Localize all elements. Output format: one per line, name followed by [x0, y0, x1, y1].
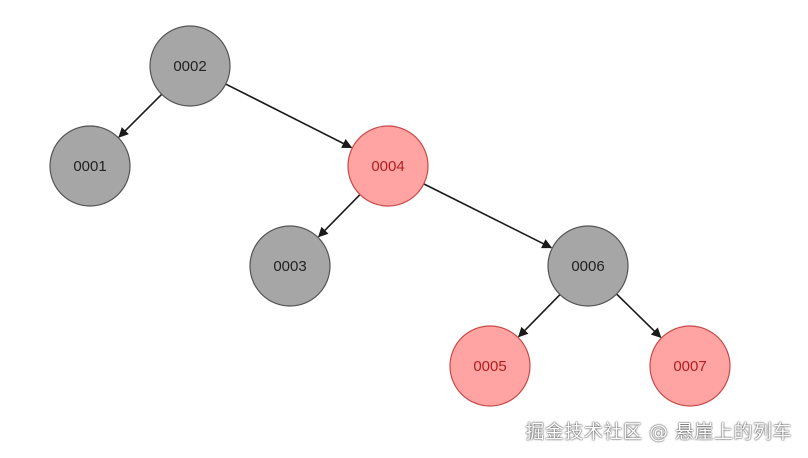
- node-label: 0001: [73, 158, 106, 175]
- node-circle: [149, 25, 231, 107]
- tree-node-0004: 0004: [347, 125, 429, 207]
- edge-n2-n4: [225, 83, 353, 149]
- tree-node-0001: 0001: [49, 125, 131, 207]
- tree-node-0005: 0005: [449, 325, 531, 407]
- node-label: 0006: [571, 258, 604, 275]
- tree-node-0007: 0007: [649, 325, 731, 407]
- tree-node-0002: 0002: [149, 25, 231, 107]
- node-label: 0005: [473, 358, 506, 375]
- edge-n4-n3: [317, 194, 361, 238]
- node-label: 0003: [273, 258, 306, 275]
- node-circle: [649, 325, 731, 407]
- tree-node-0006: 0006: [547, 225, 629, 307]
- node-circle: [49, 125, 131, 207]
- node-circle: [347, 125, 429, 207]
- nodes-layer: 0002 0001 0004 0003 0006 0005 0007: [49, 25, 731, 407]
- node-circle: [547, 225, 629, 307]
- edges-layer: [118, 83, 662, 338]
- watermark-text: 掘金技术社区 @ 悬崖上的列车: [525, 421, 792, 443]
- edge-n6-n5: [517, 294, 561, 338]
- node-label: 0004: [371, 158, 404, 175]
- edge-n4-n6: [423, 183, 553, 249]
- node-label: 0002: [173, 58, 206, 75]
- tree-node-0003: 0003: [249, 225, 331, 307]
- node-circle: [249, 225, 331, 307]
- edge-n2-n1: [118, 93, 163, 138]
- node-label: 0007: [673, 358, 706, 375]
- node-circle: [449, 325, 531, 407]
- edge-n6-n7: [616, 293, 662, 338]
